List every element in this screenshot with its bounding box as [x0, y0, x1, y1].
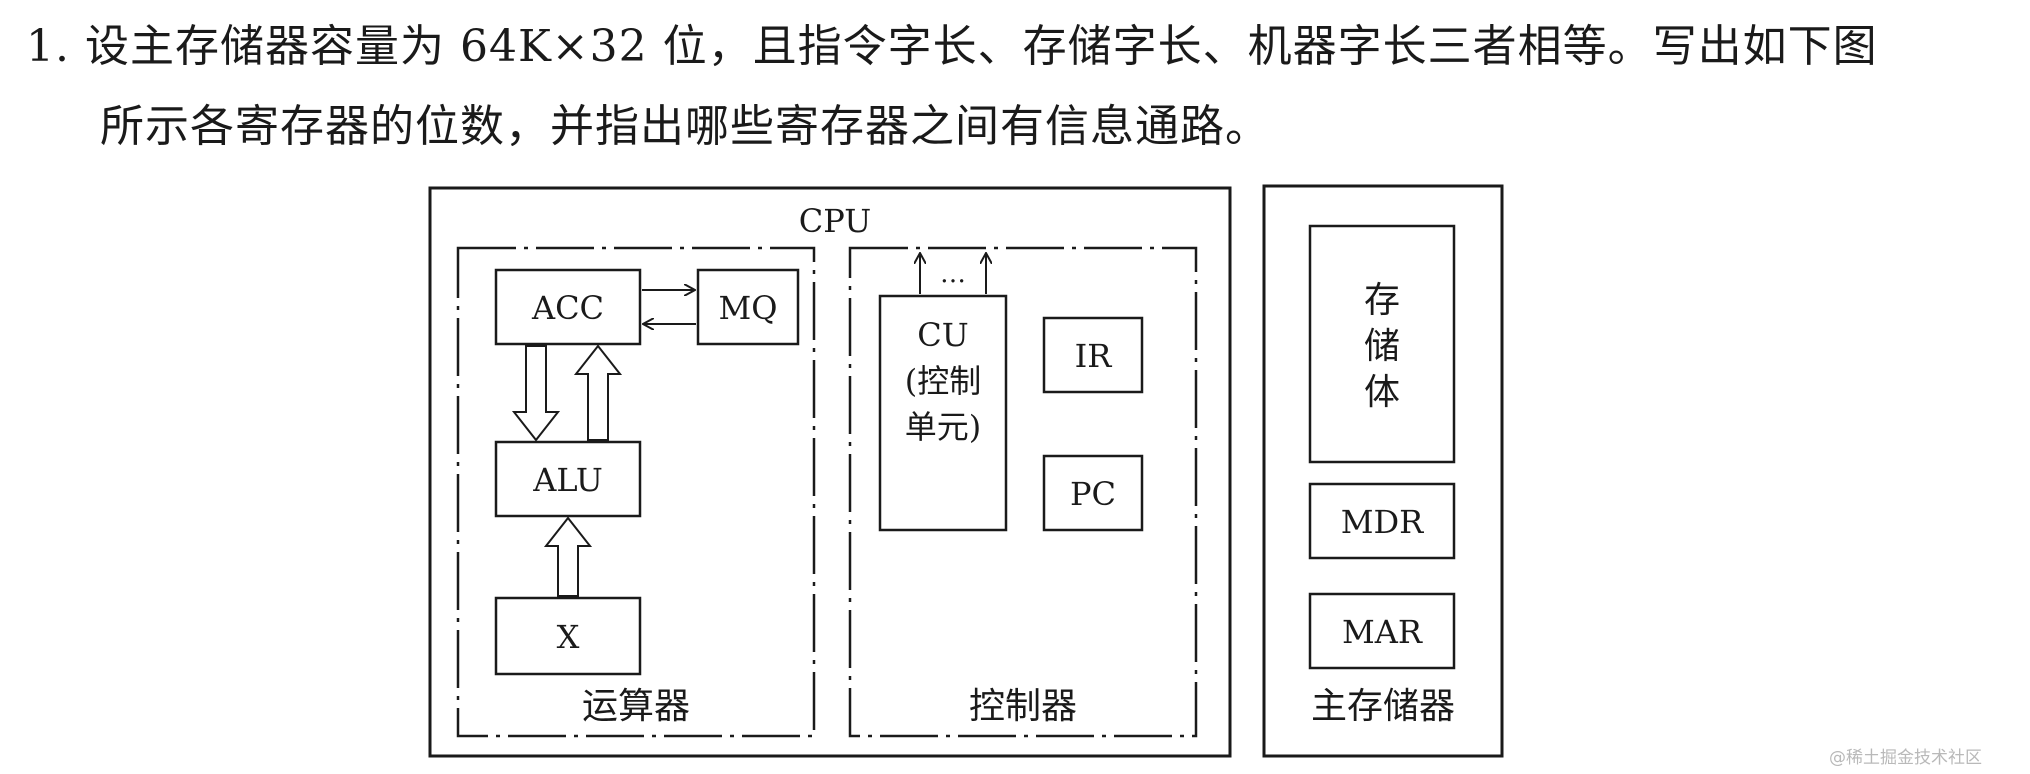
ir-label: IR [1075, 337, 1113, 375]
control-section-box [848, 246, 1198, 738]
mdr-register [1308, 482, 1456, 560]
storage-body [1308, 224, 1456, 464]
cu-label-line1: CU [917, 316, 968, 354]
alu-section-box [456, 246, 816, 738]
storage-body-char-2: 储 [1364, 326, 1400, 367]
pc-label: PC [1070, 475, 1116, 513]
alu-section-label: 运算器 [582, 686, 690, 727]
hollow-arrow-acc-to-alu [511, 345, 561, 442]
alu-register [494, 440, 642, 518]
ir-register [1042, 316, 1144, 394]
hollow-arrow-x-to-alu [543, 516, 593, 597]
mdr-label: MDR [1341, 503, 1424, 541]
watermark-text: @稀土掘金技术社区 [1829, 748, 1982, 768]
storage-body-char-1: 存 [1364, 280, 1400, 321]
x-label: X [557, 618, 580, 656]
question-line-1: 1. 设主存储器容量为 64K×32 位，且指令字长、存储字长、机器字长三者相等… [26, 21, 1878, 72]
pc-register [1042, 454, 1144, 532]
alu-label: ALU [532, 461, 603, 499]
main-memory-box [1262, 184, 1504, 758]
main-memory-label: 主存储器 [1311, 686, 1455, 727]
mar-label: MAR [1342, 613, 1423, 651]
acc-register [494, 268, 642, 346]
mar-register [1308, 592, 1456, 670]
cu-label-line3: 单元) [905, 408, 982, 446]
question-line-2: 所示各寄存器的位数，并指出哪些寄存器之间有信息通路。 [100, 101, 1270, 152]
cu-signal-ellipsis: … [940, 259, 966, 289]
hollow-arrow-alu-to-acc [573, 344, 623, 441]
mq-label: MQ [719, 289, 778, 327]
cpu-box [428, 186, 1232, 758]
x-register [494, 596, 642, 676]
acc-label: ACC [531, 289, 604, 327]
cpu-label: CPU [799, 202, 871, 240]
control-section-label: 控制器 [969, 686, 1077, 727]
mq-register [696, 268, 800, 346]
cu-unit [878, 294, 1008, 532]
storage-body-char-3: 体 [1364, 372, 1400, 413]
cu-label-line2: (控制 [905, 362, 982, 400]
